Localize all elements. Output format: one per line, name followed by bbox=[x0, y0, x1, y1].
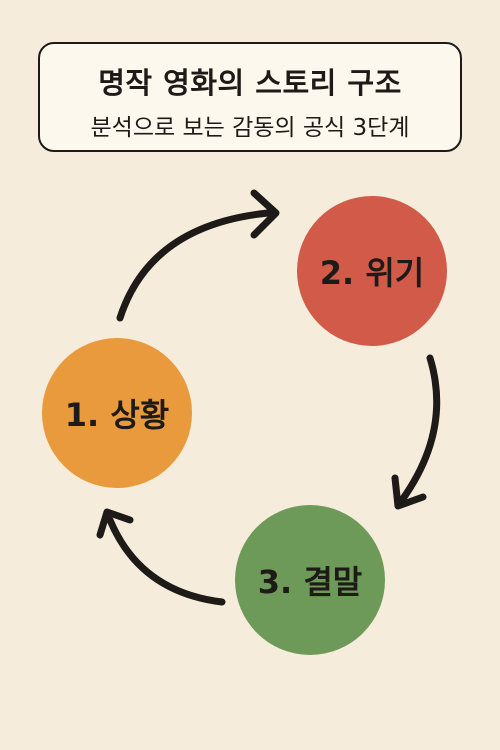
arrow-crisis-to-ending-head bbox=[391, 474, 427, 510]
stage-situation-label: 1. 상황 bbox=[64, 396, 170, 434]
diagram-subtitle: 분석으로 보는 감동의 공식 3단계 bbox=[90, 115, 410, 141]
title-box: 명작 영화의 스토리 구조 분석으로 보는 감동의 공식 3단계 bbox=[38, 42, 462, 152]
stage-crisis-label: 2. 위기 bbox=[319, 254, 425, 292]
arrow-ending-to-situation-head bbox=[96, 508, 134, 539]
arrow-ending-to-situation bbox=[106, 516, 226, 606]
stage-ending-label: 3. 결말 bbox=[257, 563, 363, 601]
stage-ending: 3. 결말 bbox=[235, 505, 385, 655]
diagram-title: 명작 영화의 스토리 구조 bbox=[98, 66, 402, 100]
arrow-crisis-to-ending bbox=[398, 354, 441, 504]
stage-situation: 1. 상황 bbox=[42, 338, 192, 488]
arrow-situation-to-crisis bbox=[116, 209, 272, 322]
arrow-situation-to-crisis-head bbox=[250, 189, 280, 239]
stage-crisis: 2. 위기 bbox=[297, 196, 447, 346]
